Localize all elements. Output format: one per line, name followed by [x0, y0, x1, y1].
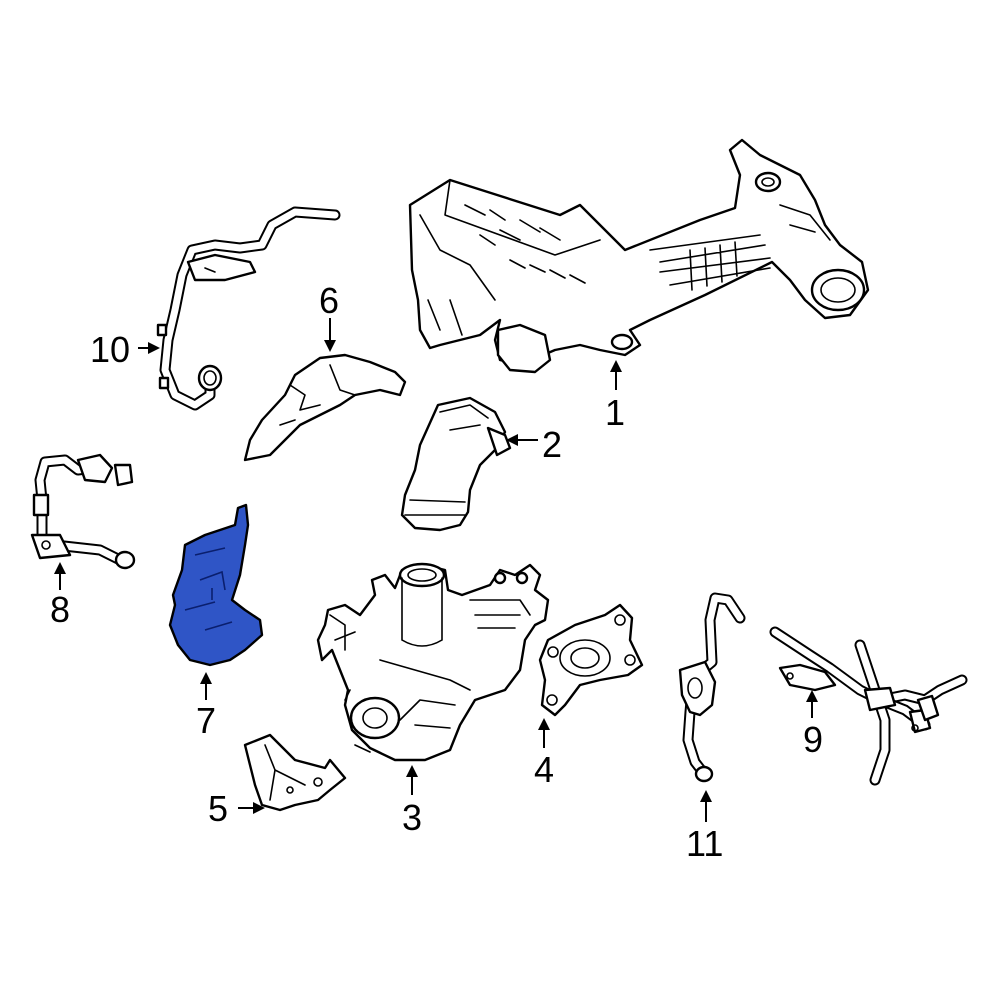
part-11-oil-return-line[interactable] — [678, 592, 746, 783]
callout-3: 3 — [402, 797, 422, 838]
callout-9: 9 — [803, 719, 823, 760]
callout-8: 8 — [50, 589, 70, 630]
leader-lines — [54, 318, 818, 822]
part-6-heat-shield[interactable] — [243, 353, 407, 462]
part-1-intercooler[interactable] — [408, 138, 870, 374]
callout-4: 4 — [534, 749, 554, 790]
part-7-shape — [168, 503, 264, 667]
callout-11: 11 — [686, 823, 723, 864]
callout-10: 10 — [90, 329, 130, 370]
part-4-gasket[interactable] — [538, 603, 644, 717]
callout-6: 6 — [319, 280, 339, 321]
part-7-heat-shield-highlighted[interactable] — [168, 503, 264, 667]
callout-2: 2 — [542, 424, 562, 465]
part-9-coolant-lines[interactable] — [769, 626, 968, 786]
callout-labels: 1 2 3 4 5 6 7 8 9 10 11 — [50, 280, 823, 864]
part-10-oil-line[interactable] — [156, 206, 341, 411]
callout-5: 5 — [208, 788, 228, 829]
callout-1: 1 — [605, 392, 625, 433]
part-8-line[interactable] — [30, 453, 136, 570]
part-2-intake-elbow[interactable] — [400, 396, 512, 532]
part-3-turbocharger[interactable] — [316, 562, 550, 762]
callout-7: 7 — [196, 700, 216, 741]
part-5-bracket[interactable] — [243, 733, 347, 812]
